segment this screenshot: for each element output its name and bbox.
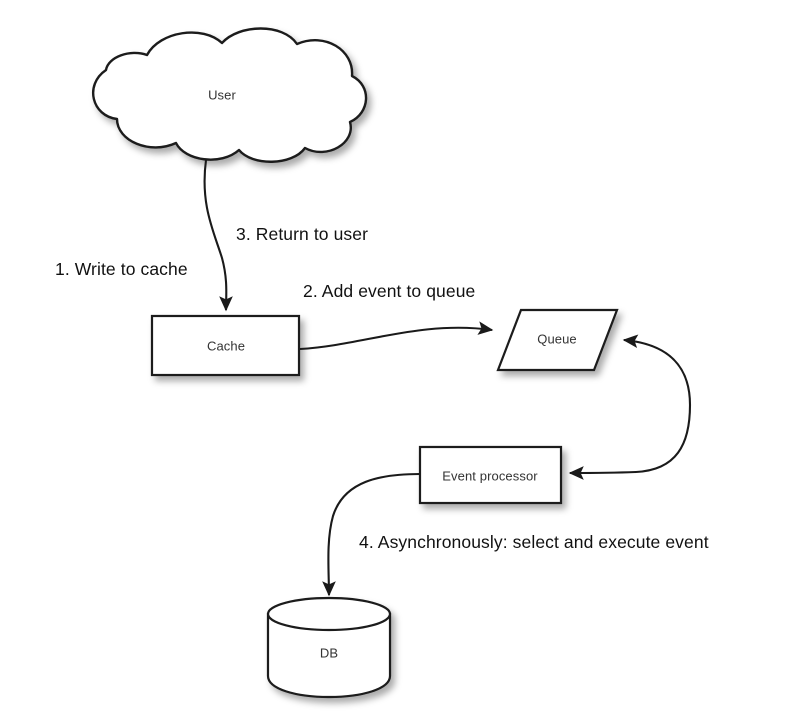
- node-db[interactable]: [266, 596, 392, 699]
- node-label-event-processor: Event processor: [442, 468, 538, 484]
- node-label-queue: Queue: [537, 331, 577, 347]
- step-label-4: 4. Asynchronously: select and execute ev…: [359, 532, 709, 552]
- step-label-2: 2. Add event to queue: [303, 281, 476, 301]
- cache-rect: [150, 314, 301, 377]
- node-label-cache: Cache: [206, 338, 246, 354]
- node-label-db: DB: [319, 645, 339, 661]
- node-cache[interactable]: [150, 314, 301, 377]
- edge-queue-processor-loop: [568, 334, 692, 480]
- edge-cache-to-queue: [299, 321, 494, 351]
- event-processor-rect: [418, 445, 563, 505]
- db-cylinder-body: [266, 612, 392, 699]
- edge-user-to-cache: [203, 159, 233, 312]
- node-event-processor[interactable]: [418, 445, 563, 505]
- node-user[interactable]: [91, 27, 368, 163]
- edge-processor-to-db: [322, 472, 421, 597]
- cloud-shape: [91, 27, 368, 163]
- step-label-3: 3. Return to user: [236, 224, 369, 244]
- step-label-1: 1. Write to cache: [55, 259, 188, 279]
- db-cylinder-top: [266, 596, 392, 632]
- node-label-user: User: [208, 87, 236, 103]
